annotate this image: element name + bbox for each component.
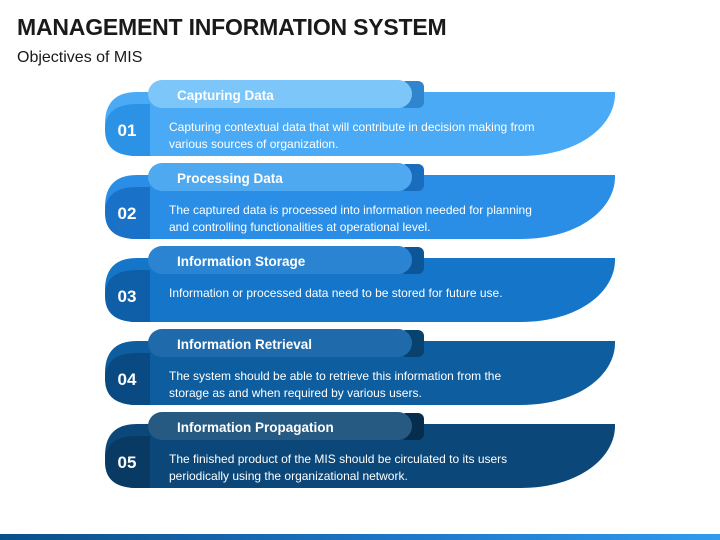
step-tab xyxy=(148,163,412,191)
bottom-accent-bar xyxy=(0,534,720,540)
step-number: 03 xyxy=(117,287,137,306)
step-ribbon xyxy=(105,80,615,156)
step-number-panel xyxy=(105,353,150,405)
page-title: MANAGEMENT INFORMATION SYSTEM xyxy=(17,14,447,40)
step-number-panel xyxy=(105,270,150,322)
step-ribbon xyxy=(105,246,615,322)
step-ribbon xyxy=(105,163,615,239)
step-tab xyxy=(148,329,412,357)
step-description: The finished product of the MIS should b… xyxy=(169,452,508,483)
step-number-panel xyxy=(105,436,150,488)
step-description: The captured data is processed into info… xyxy=(169,203,532,234)
step-ribbon xyxy=(105,329,615,405)
step-description: The system should be able to retrieve th… xyxy=(169,369,502,400)
step-number-panel xyxy=(105,187,150,239)
objective-step: Information Retrieval 04 The system shou… xyxy=(0,329,720,409)
step-tab xyxy=(148,412,412,440)
step-heading: Processing Data xyxy=(177,171,283,186)
objective-step: Capturing Data 01 Capturing contextual d… xyxy=(0,80,720,160)
step-heading: Information Retrieval xyxy=(177,337,313,352)
step-description: Information or processed data need to be… xyxy=(169,286,503,300)
objective-step: Processing Data 02 The captured data is … xyxy=(0,163,720,243)
step-number-panel xyxy=(105,104,150,156)
step-tab xyxy=(148,246,412,274)
step-heading: Information Storage xyxy=(177,254,306,269)
step-number: 01 xyxy=(117,121,137,140)
step-heading: Capturing Data xyxy=(177,88,274,103)
step-heading: Information Propagation xyxy=(177,420,334,435)
step-ribbon xyxy=(105,412,615,488)
step-number: 02 xyxy=(117,204,137,223)
step-number: 04 xyxy=(117,370,137,389)
objective-step: Information Storage 03 Information or pr… xyxy=(0,246,720,326)
step-number: 05 xyxy=(117,453,137,472)
objective-step: Information Propagation 05 The finished … xyxy=(0,412,720,492)
page-subtitle: Objectives of MIS xyxy=(17,49,143,66)
step-description: Capturing contextual data that will cont… xyxy=(169,120,535,151)
step-tab xyxy=(148,80,412,108)
